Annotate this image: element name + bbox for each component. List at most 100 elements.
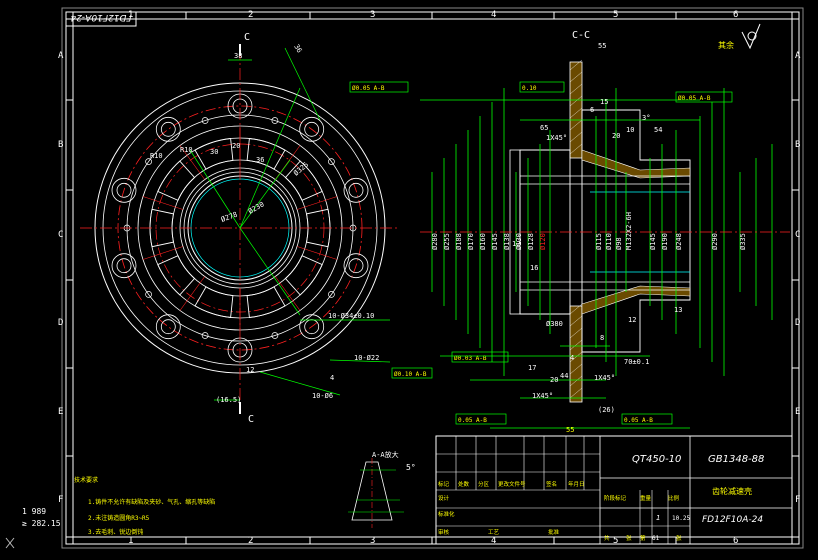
ucs-icon: [5, 537, 15, 549]
tolerance-value: 0.05 A-B: [624, 417, 653, 424]
dim-holes: 10-Ø6: [312, 392, 333, 400]
hatch-line: [569, 131, 583, 143]
rib-centerline: [275, 276, 301, 311]
hatch-line: [569, 83, 583, 95]
dim-leader: [239, 227, 301, 316]
dim-small: 6: [590, 106, 594, 114]
col-label: 2: [248, 10, 253, 20]
dim-diameter: Ø145: [649, 233, 657, 250]
dim-small: 30: [210, 148, 218, 156]
sheet-qty: 1: [656, 514, 660, 522]
material-label: QT450-10: [632, 454, 681, 465]
row-label: D: [58, 318, 63, 328]
bolt-hole-boss: [155, 314, 181, 340]
dim-diameter: Ø115: [595, 233, 603, 250]
detail-angle: 5°: [406, 463, 416, 472]
tolerance-frame: [519, 81, 565, 93]
title-block-label: 张: [626, 534, 632, 542]
hatch-line: [569, 59, 583, 71]
small-hole: [145, 158, 152, 165]
dim-small: 8: [600, 334, 604, 342]
dim-radius: R10: [180, 146, 193, 154]
col-label: 4: [491, 536, 496, 546]
small-hole: [328, 158, 335, 165]
status-line-1: 1 989: [22, 507, 46, 516]
rib-pocket: [194, 138, 234, 170]
title-block-label: 更改文件号: [498, 480, 526, 488]
small-hole: [145, 291, 152, 298]
hatch-line: [569, 119, 583, 131]
rib-pocket: [194, 286, 234, 318]
hatch-line: [569, 71, 583, 83]
detail-view-label: A-A放大: [372, 450, 399, 459]
dim-angle: 3°: [642, 114, 650, 122]
bolt-hole: [116, 182, 132, 198]
title-block-label: 年月日: [568, 480, 585, 488]
web-section-top: [581, 149, 691, 179]
row-label: E: [58, 407, 63, 417]
hatch-line: [569, 375, 583, 387]
tech-req-title: 技术要求: [74, 476, 98, 484]
title-block-label: 设计: [438, 494, 450, 502]
dim-small: 44: [560, 372, 568, 380]
hatch-line: [569, 327, 583, 339]
tolerance-frame: [349, 81, 409, 93]
dim-leader: [239, 87, 301, 229]
dim-small: 12: [512, 240, 520, 248]
tolerance-value: Ø0.10 A-B: [394, 371, 427, 378]
status-readout: 1 989 ≥ 282.15: [22, 507, 61, 528]
dim-angle: 36: [256, 156, 264, 164]
rib-centerline: [142, 196, 183, 210]
dim-length: (26): [598, 406, 615, 414]
dim-small: 12: [246, 366, 254, 374]
small-hole: [271, 332, 279, 339]
dim-diameter: Ø130: [515, 233, 523, 250]
dim-diameter: Ø170: [467, 233, 475, 250]
hatch-line: [569, 95, 583, 107]
status-line-2: ≥ 282.15: [22, 519, 61, 528]
dim-small: 15: [600, 98, 608, 106]
detail-view-a-a: [348, 458, 404, 528]
dim-diameter: Ø160: [479, 233, 487, 250]
standard-label: GB1348-88: [708, 454, 764, 465]
title-block-label: 处数: [458, 480, 470, 488]
small-hole: [201, 117, 209, 124]
dim-length: 55: [566, 426, 574, 434]
roughness-note: 其余: [718, 40, 734, 50]
dim-radius: R10: [150, 152, 163, 160]
dim-bolt-holes: 10-Ø34±0.10: [328, 312, 374, 320]
dim-line: [329, 359, 391, 363]
front-view: 38R10R103636Ø278Ø2303020Ø32510-Ø34±0.101…: [80, 43, 509, 414]
dim-line: [259, 371, 341, 396]
tolerance-value: Ø0.05 A-B: [352, 85, 385, 92]
title-block-label: 标准化: [438, 510, 455, 518]
hatch-line: [569, 339, 583, 351]
row-label: F: [58, 495, 63, 505]
bolt-hole: [160, 319, 176, 335]
dim-diameter: M132X2-6H: [625, 212, 633, 250]
flange-section-bottom: [569, 305, 583, 403]
rib-pocket: [157, 255, 196, 296]
part-name: 齿轮减速壳: [712, 486, 752, 496]
bolt-hole-boss: [299, 314, 325, 340]
small-hole: [201, 332, 209, 339]
col-label: 3: [370, 536, 375, 546]
dim-length: 1X45°: [532, 392, 553, 400]
col-label: 1: [128, 10, 133, 20]
dim-diameter: Ø335: [739, 233, 747, 250]
dim-diameter: Ø230: [247, 200, 266, 215]
dim-small: 54: [654, 126, 662, 134]
title-block-label: 标记: [438, 480, 450, 488]
roughness-symbol: [741, 23, 761, 50]
tolerance-frame: [451, 351, 509, 363]
dim-small: 16: [530, 264, 538, 272]
title-block-label: 第: [640, 534, 646, 542]
dim-diameter: Ø145: [491, 233, 499, 250]
col-label: 5: [613, 536, 618, 546]
cut-mark-top: C: [244, 32, 250, 43]
small-hole: [328, 291, 335, 298]
dim-length: 70±0.1: [624, 358, 649, 366]
sheet-border: [61, 7, 804, 549]
